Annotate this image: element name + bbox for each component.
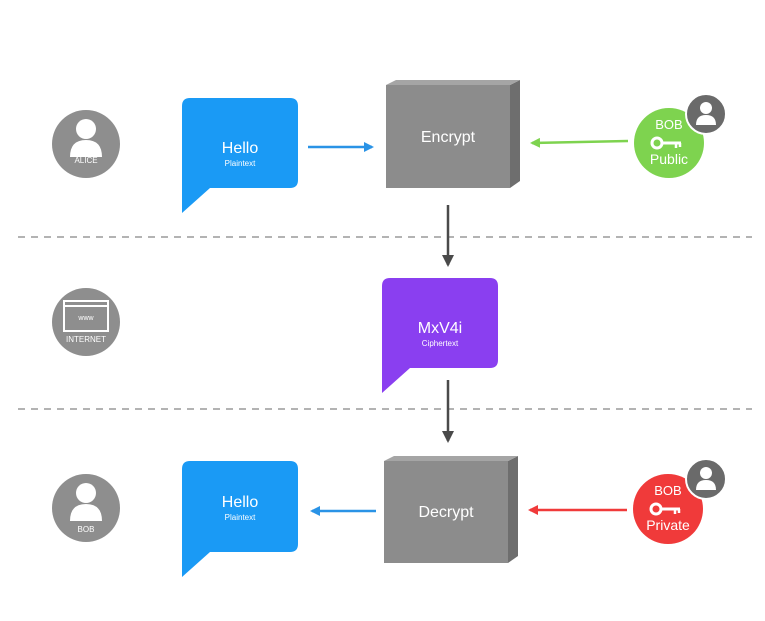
ciphertext-bubble: MxV4i Ciphertext <box>382 278 498 393</box>
plaintext-bubble-bottom: Hello Plaintext <box>182 461 298 577</box>
key-icon <box>650 136 682 150</box>
bubble-bottom-title: Hello <box>222 494 259 511</box>
plaintext-bubble-top: Hello Plaintext <box>182 98 298 213</box>
bubble-top-sub: Plaintext <box>225 159 256 168</box>
person-icon <box>70 483 102 521</box>
person-icon <box>70 119 102 157</box>
decrypt-label: Decrypt <box>418 504 474 521</box>
person-icon <box>685 93 727 135</box>
private-key-type: Private <box>646 517 690 533</box>
person-icon <box>685 458 727 500</box>
encrypt-box: Encrypt <box>386 80 520 188</box>
bubble-middle-title: MxV4i <box>418 320 462 337</box>
encrypt-label: Encrypt <box>421 129 476 146</box>
bubble-top-title: Hello <box>222 140 259 157</box>
actor-internet-label: INTERNET <box>66 335 106 344</box>
svg-text:www: www <box>77 315 94 322</box>
actor-alice: ALICE <box>52 110 120 178</box>
arrow-publickey-to-encrypt <box>530 137 629 148</box>
browser-www-icon: www <box>63 300 109 332</box>
public-key-type: Public <box>650 151 688 167</box>
actor-internet: www INTERNET <box>52 288 120 356</box>
actor-bob: BOB <box>52 474 120 542</box>
private-key-badge: BOB Private <box>633 458 727 544</box>
public-key-badge: BOB Public <box>634 93 727 178</box>
actor-alice-label: ALICE <box>74 156 97 165</box>
public-key-owner: BOB <box>655 117 682 132</box>
key-icon <box>649 502 681 516</box>
private-key-owner: BOB <box>654 483 681 498</box>
actor-bob-label: BOB <box>78 525 95 534</box>
bubble-bottom-sub: Plaintext <box>225 513 256 522</box>
bubble-middle-sub: Ciphertext <box>422 339 459 348</box>
decrypt-box: Decrypt <box>384 456 518 563</box>
